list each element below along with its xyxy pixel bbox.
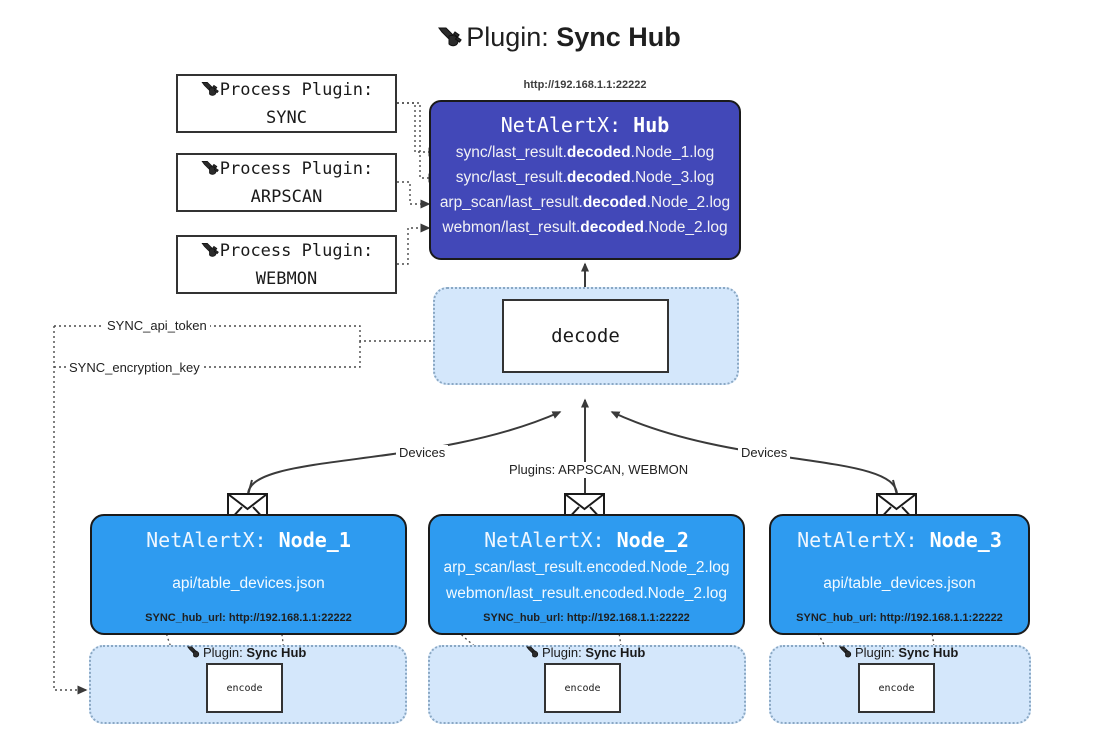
hub-title: NetAlertX: Hub bbox=[431, 110, 739, 140]
node-hub-url: SYNC_hub_url: http://192.168.1.1:22222 bbox=[483, 612, 690, 624]
hub-log-bold: decoded bbox=[580, 219, 644, 236]
hub-log-bold: decoded bbox=[566, 144, 631, 161]
node-title-name: Node_2 bbox=[616, 528, 689, 552]
hub-log-post: .Node_2.log bbox=[643, 219, 728, 236]
plug-icon bbox=[525, 645, 540, 663]
node-title-name: Node_1 bbox=[278, 528, 351, 552]
page-title-name: Sync Hub bbox=[556, 22, 681, 52]
node-box-node-2[interactable]: NetAlertX: Node_2 arp_scan/last_result.e… bbox=[428, 514, 745, 635]
process-plugin-name: ARPSCAN bbox=[250, 187, 323, 207]
node-title-prefix: NetAlertX: bbox=[146, 528, 267, 552]
plugin-caption-prefix: Plugin: bbox=[855, 645, 895, 660]
hub-log-line: webmon/last_result.decoded.Node_2.log bbox=[431, 215, 739, 240]
plug-icon bbox=[200, 241, 219, 267]
hub-title-name: Hub bbox=[633, 113, 670, 137]
page-title-prefix: Plugin: bbox=[466, 22, 549, 52]
process-plugin-caption: Process Plugin: bbox=[219, 241, 374, 261]
encode-box-node-2[interactable]: encode bbox=[544, 663, 621, 713]
plugin-caption-node-2: Plugin: Sync Hub bbox=[525, 645, 645, 663]
encode-box-node-1[interactable]: encode bbox=[206, 663, 283, 713]
node-box-node-1[interactable]: NetAlertX: Node_1 api/table_devices.json… bbox=[90, 514, 407, 635]
hub-node[interactable]: NetAlertX: Hub sync/last_result.decoded.… bbox=[429, 100, 741, 260]
encode-label: encode bbox=[226, 682, 263, 694]
edge-label-plugins-middle: Plugins: ARPSCAN, WEBMON bbox=[506, 462, 692, 478]
hub-log-line: sync/last_result.decoded.Node_1.log bbox=[431, 140, 739, 165]
secret-label-encryption-key: SYNC_encryption_key bbox=[66, 360, 203, 376]
hub-log-pre: sync/last_result. bbox=[455, 169, 567, 186]
hub-log-bold: decoded bbox=[582, 194, 647, 211]
process-plugin-caption: Process Plugin: bbox=[219, 80, 374, 100]
hub-log-post: .Node_3.log bbox=[630, 169, 715, 186]
decode-box[interactable]: decode bbox=[502, 299, 669, 373]
decode-label: decode bbox=[551, 325, 620, 347]
hub-log-pre: sync/last_result. bbox=[455, 144, 567, 161]
node-log-line: webmon/last_result.encoded.Node_2.log bbox=[446, 585, 727, 602]
process-plugin-name: SYNC bbox=[266, 108, 307, 128]
node-log-line: arp_scan/last_result.encoded.Node_2.log bbox=[443, 559, 730, 576]
edge-label-devices-right: Devices bbox=[738, 445, 791, 461]
node-title-name: Node_3 bbox=[929, 528, 1002, 552]
encode-label: encode bbox=[564, 682, 601, 694]
process-plugin-name: WEBMON bbox=[255, 269, 318, 289]
node-log-line: api/table_devices.json bbox=[823, 575, 976, 592]
plugin-caption-node-1: Plugin: Sync Hub bbox=[186, 645, 306, 663]
plug-icon bbox=[186, 645, 201, 663]
node-title: NetAlertX: Node_3 bbox=[771, 525, 1028, 555]
encode-box-node-3[interactable]: encode bbox=[858, 663, 935, 713]
hub-log-line: arp_scan/last_result.decoded.Node_2.log bbox=[431, 190, 739, 215]
plugin-caption-prefix: Plugin: bbox=[542, 645, 582, 660]
hub-log-bold: decoded bbox=[566, 169, 631, 186]
hub-url-label: http://192.168.1.1:22222 bbox=[523, 79, 647, 91]
node-hub-url: SYNC_hub_url: http://192.168.1.1:22222 bbox=[796, 612, 1003, 624]
hub-log-pre: arp_scan/last_result. bbox=[439, 194, 583, 211]
encode-label: encode bbox=[878, 682, 915, 694]
node-title-prefix: NetAlertX: bbox=[484, 528, 605, 552]
node-title: NetAlertX: Node_2 bbox=[430, 525, 743, 555]
hub-log-line: sync/last_result.decoded.Node_3.log bbox=[431, 165, 739, 190]
plugin-caption-name: Sync Hub bbox=[898, 645, 959, 660]
process-plugin-caption: Process Plugin: bbox=[219, 159, 374, 179]
plugin-caption-name: Sync Hub bbox=[585, 645, 646, 660]
node-hub-url: SYNC_hub_url: http://192.168.1.1:22222 bbox=[145, 612, 352, 624]
process-plugin-box-sync[interactable]: Process Plugin: SYNC bbox=[176, 74, 397, 133]
plugin-caption-node-3: Plugin: Sync Hub bbox=[838, 645, 958, 663]
hub-log-post: .Node_1.log bbox=[630, 144, 715, 161]
plugin-caption-prefix: Plugin: bbox=[203, 645, 243, 660]
edge-label-devices-left: Devices bbox=[396, 445, 449, 461]
plug-icon bbox=[436, 19, 462, 61]
plug-icon bbox=[200, 80, 219, 106]
node-box-node-3[interactable]: NetAlertX: Node_3 api/table_devices.json… bbox=[769, 514, 1030, 635]
node-title-prefix: NetAlertX: bbox=[797, 528, 918, 552]
plug-icon bbox=[200, 159, 219, 185]
node-log-line: api/table_devices.json bbox=[172, 575, 325, 592]
node-title: NetAlertX: Node_1 bbox=[92, 525, 405, 555]
process-plugin-box-arpscan[interactable]: Process Plugin: ARPSCAN bbox=[176, 153, 397, 212]
plug-icon bbox=[838, 645, 853, 663]
hub-log-pre: webmon/last_result. bbox=[442, 219, 581, 236]
hub-log-post: .Node_2.log bbox=[646, 194, 731, 211]
plugin-caption-name: Sync Hub bbox=[246, 645, 307, 660]
secret-label-api-token: SYNC_api_token bbox=[104, 318, 210, 334]
page-title: Plugin: Sync Hub bbox=[0, 16, 1117, 61]
hub-title-prefix: NetAlertX: bbox=[500, 113, 622, 137]
process-plugin-box-webmon[interactable]: Process Plugin: WEBMON bbox=[176, 235, 397, 294]
